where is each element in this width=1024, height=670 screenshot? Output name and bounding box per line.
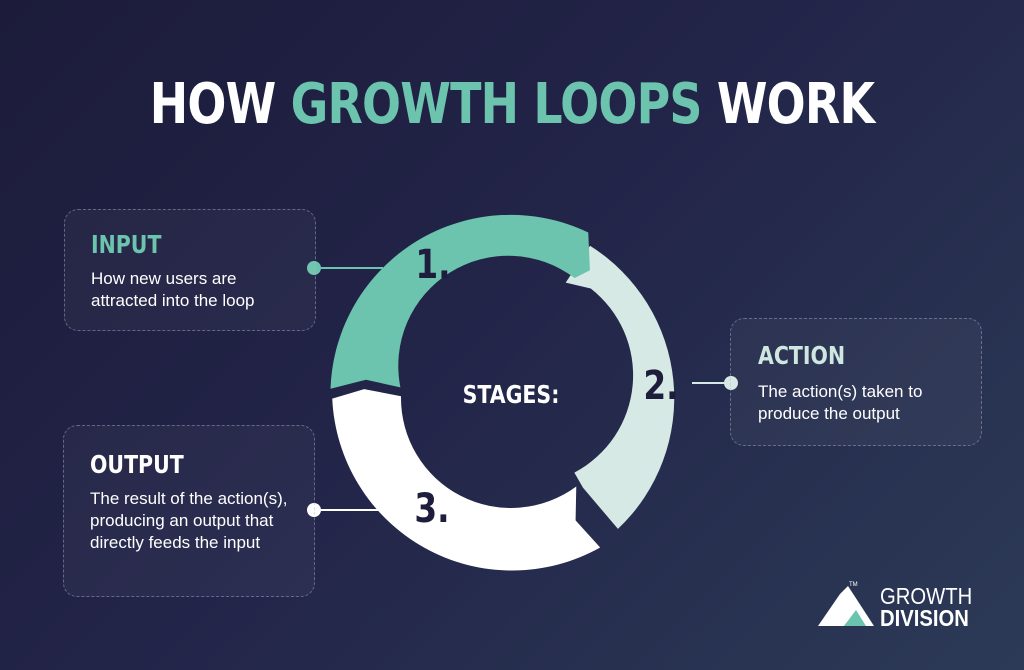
logo-word-1: GROWTH (880, 583, 973, 609)
stage-number-3: 3. (414, 485, 449, 532)
stage-description-action: The action(s) taken to produce the outpu… (758, 382, 923, 423)
logo-word-2: DIVISION (880, 605, 969, 631)
growth-division-logo: TM GROWTH DIVISION (818, 582, 988, 632)
logo-mountain-icon (818, 586, 874, 626)
stage-description-input: How new users are attracted into the loo… (91, 269, 255, 310)
stage-description-output: The result of the action(s), producing a… (90, 489, 288, 552)
stage-card-output: OUTPUT The result of the action(s), prod… (63, 425, 315, 597)
center-label: STAGES: (463, 381, 560, 409)
stage-heading-output: OUTPUT (90, 450, 184, 479)
ring-segment-output (332, 389, 601, 571)
stage-number-2: 2. (643, 362, 678, 409)
ring-segment-input (330, 214, 590, 389)
stage-card-input: INPUT How new users are attracted into t… (64, 209, 316, 331)
stage-number-1: 1. (415, 241, 450, 288)
title-accent: GROWTH LOOPS (290, 72, 703, 137)
connector-dot-action (724, 376, 738, 390)
stage-heading-action: ACTION (758, 341, 846, 370)
page-title: HOW GROWTH LOOPS WORK (149, 72, 875, 137)
stage-heading-input: INPUT (91, 230, 162, 259)
connector-dot-input (307, 261, 321, 275)
connector-dot-output (307, 503, 321, 517)
logo-trademark: TM (849, 582, 858, 588)
ring-segment-action (565, 245, 675, 529)
stage-card-action: ACTION The action(s) taken to produce th… (730, 318, 982, 446)
